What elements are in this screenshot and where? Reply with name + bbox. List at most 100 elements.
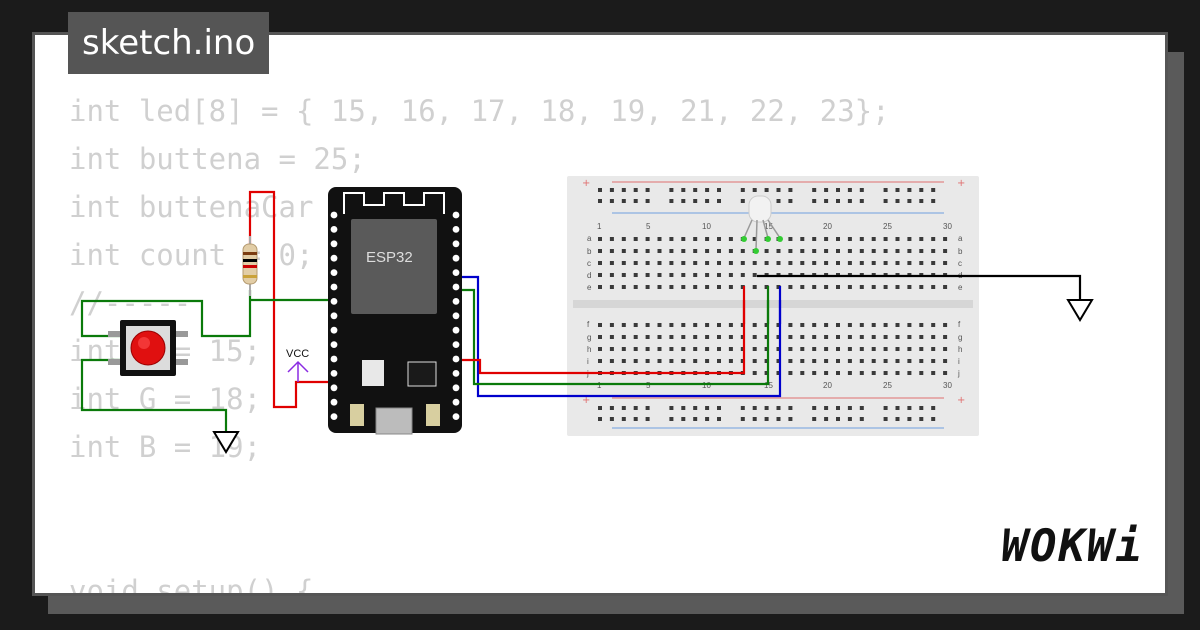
breadboard-hole bbox=[836, 188, 840, 192]
breadboard-hole bbox=[621, 323, 626, 327]
wire-green-button bbox=[80, 290, 252, 338]
breadboard-hole bbox=[717, 285, 721, 289]
breadboard-hole bbox=[717, 237, 721, 241]
svg-text:c: c bbox=[958, 259, 962, 268]
breadboard-hole bbox=[812, 188, 817, 192]
breadboard-hole bbox=[621, 417, 626, 421]
breadboard-hole bbox=[740, 249, 745, 253]
breadboard-hole bbox=[621, 188, 626, 192]
breadboard-hole bbox=[895, 188, 900, 192]
breadboard-hole bbox=[895, 347, 900, 351]
breadboard-hole bbox=[740, 335, 745, 339]
breadboard-hole bbox=[705, 323, 710, 327]
bb-col-15: 15 bbox=[764, 222, 773, 231]
breadboard-hole bbox=[681, 261, 686, 265]
breadboard-hole bbox=[705, 199, 710, 203]
breadboard-hole bbox=[740, 323, 745, 327]
breadboard-hole bbox=[645, 237, 650, 241]
breadboard-hole bbox=[621, 406, 626, 410]
breadboard-hole bbox=[645, 199, 650, 203]
code-line-5: //----- bbox=[69, 286, 192, 320]
breadboard-hole bbox=[633, 199, 638, 203]
breadboard-hole bbox=[764, 359, 769, 363]
breadboard-hole bbox=[883, 335, 888, 339]
breadboard-hole bbox=[871, 285, 876, 289]
breadboard-hole bbox=[919, 359, 924, 363]
breadboard-hole bbox=[740, 347, 745, 351]
breadboard-hole bbox=[859, 335, 864, 339]
breadboard-hole bbox=[669, 406, 674, 410]
breadboard-hole bbox=[895, 285, 900, 289]
breadboard-hole bbox=[919, 249, 924, 253]
breadboard-hole bbox=[812, 417, 817, 421]
breadboard-hole bbox=[598, 237, 602, 241]
esp32-pin bbox=[452, 211, 460, 219]
resistor[interactable] bbox=[242, 236, 258, 296]
breadboard[interactable]: + + + + 1 5 10 15 20 25 30 1 5 10 15 20 … bbox=[567, 176, 979, 436]
breadboard-hole bbox=[609, 249, 614, 253]
breadboard-hole bbox=[776, 285, 781, 289]
breadboard-hole bbox=[693, 285, 698, 289]
breadboard-hole bbox=[847, 285, 852, 289]
breadboard-hole bbox=[824, 323, 829, 327]
breadboard-hole bbox=[776, 406, 781, 410]
breadboard-hole bbox=[859, 406, 864, 410]
esp32-board[interactable]: ESP32 bbox=[328, 187, 462, 435]
breadboard-hole bbox=[943, 261, 948, 265]
breadboard-hole bbox=[728, 347, 733, 351]
breadboard-hole bbox=[824, 261, 829, 265]
breadboard-hole bbox=[847, 323, 852, 327]
bb-col-30: 30 bbox=[943, 222, 952, 231]
svg-text:f: f bbox=[958, 320, 961, 329]
code-line-2: int buttena = 25; bbox=[69, 142, 366, 176]
bb-col-25: 25 bbox=[883, 222, 892, 231]
breadboard-hole bbox=[931, 417, 936, 421]
breadboard-hole bbox=[633, 406, 638, 410]
breadboard-hole bbox=[681, 249, 686, 253]
breadboard-hole bbox=[919, 371, 924, 375]
breadboard-hole bbox=[836, 347, 840, 351]
breadboard-hole bbox=[645, 188, 650, 192]
wire-red-resistor bbox=[248, 190, 334, 409]
breadboard-hole bbox=[907, 323, 912, 327]
esp32-pin bbox=[452, 326, 460, 334]
breadboard-hole bbox=[883, 188, 888, 192]
breadboard-hole bbox=[883, 417, 888, 421]
breadboard-hole bbox=[788, 237, 793, 241]
breadboard-hole bbox=[895, 417, 900, 421]
esp32-label: ESP32 bbox=[366, 249, 413, 266]
svg-text:20: 20 bbox=[823, 381, 832, 390]
esp32-pin bbox=[330, 254, 338, 262]
breadboard-hole bbox=[871, 249, 876, 253]
breadboard-hole bbox=[847, 417, 852, 421]
svg-text:1: 1 bbox=[597, 381, 602, 390]
breadboard-hole bbox=[895, 323, 900, 327]
esp32-pin bbox=[330, 398, 338, 406]
breadboard-hole bbox=[847, 335, 852, 339]
breadboard-hole bbox=[693, 237, 698, 241]
push-button[interactable] bbox=[108, 320, 188, 376]
breadboard-hole bbox=[800, 249, 805, 253]
breadboard-hole bbox=[824, 359, 829, 363]
breadboard-hole bbox=[907, 359, 912, 363]
breadboard-hole bbox=[609, 188, 614, 192]
breadboard-hole bbox=[633, 273, 638, 277]
breadboard-hole bbox=[764, 371, 769, 375]
breadboard-hole bbox=[859, 199, 864, 203]
breadboard-hole bbox=[705, 237, 710, 241]
rgb-led[interactable] bbox=[741, 195, 783, 254]
ground-symbol-right bbox=[1066, 299, 1094, 322]
breadboard-hole bbox=[681, 237, 686, 241]
bb-col-5: 5 bbox=[646, 222, 651, 231]
wires bbox=[80, 190, 1082, 432]
file-name-tab[interactable]: sketch.ino bbox=[68, 12, 270, 74]
svg-text:+: + bbox=[957, 178, 965, 189]
breadboard-hole bbox=[824, 285, 829, 289]
breadboard-hole bbox=[847, 371, 852, 375]
wokwi-logo: WOKWi bbox=[1001, 521, 1144, 572]
breadboard-hole bbox=[776, 249, 781, 253]
breadboard-hole bbox=[931, 261, 936, 265]
breadboard-hole bbox=[621, 249, 626, 253]
esp32-pin bbox=[452, 269, 460, 276]
breadboard-hole bbox=[883, 249, 888, 253]
